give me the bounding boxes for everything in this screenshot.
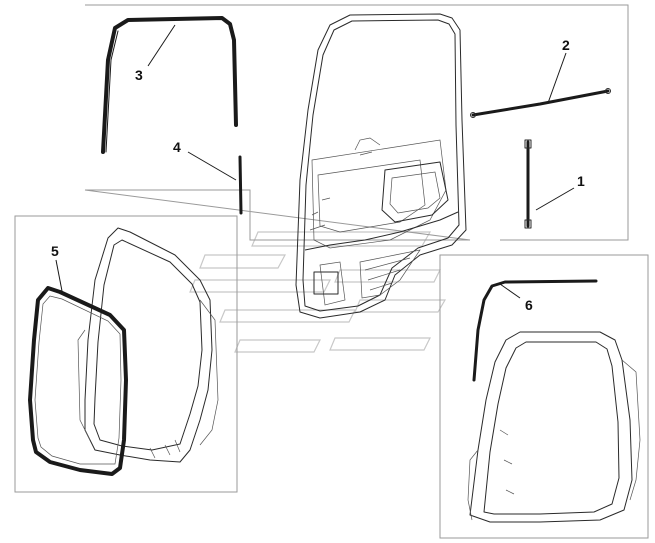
leader-line-4	[187, 151, 237, 181]
cab-side-frame-right	[467, 331, 641, 523]
leader-line-3	[147, 24, 176, 67]
callout-2: 2	[562, 37, 570, 53]
right-panel-frame	[439, 254, 649, 539]
top-panel-frame	[84, 4, 629, 241]
leader-line-2	[547, 52, 567, 104]
left-panel-frame	[14, 215, 238, 493]
part-2-beltline-strip	[470, 88, 611, 118]
seal-5-door-opening	[28, 286, 128, 476]
seal-4-strip	[238, 155, 243, 215]
seal-3-window-channel	[101, 16, 238, 154]
leader-line-1	[535, 187, 575, 211]
cab-side-frame-left	[77, 227, 219, 463]
callout-5: 5	[51, 243, 59, 259]
callout-6: 6	[525, 297, 533, 313]
callout-1: 1	[577, 173, 585, 189]
seal-6-roof-strip	[472, 279, 598, 382]
leader-line-6	[499, 283, 521, 299]
watermark-logo	[189, 231, 447, 353]
callout-4: 4	[173, 139, 181, 155]
door-inner-panel	[295, 13, 467, 319]
part-1-vertical-rod	[524, 139, 532, 229]
leader-line-5	[55, 259, 63, 292]
callout-3: 3	[135, 67, 143, 83]
